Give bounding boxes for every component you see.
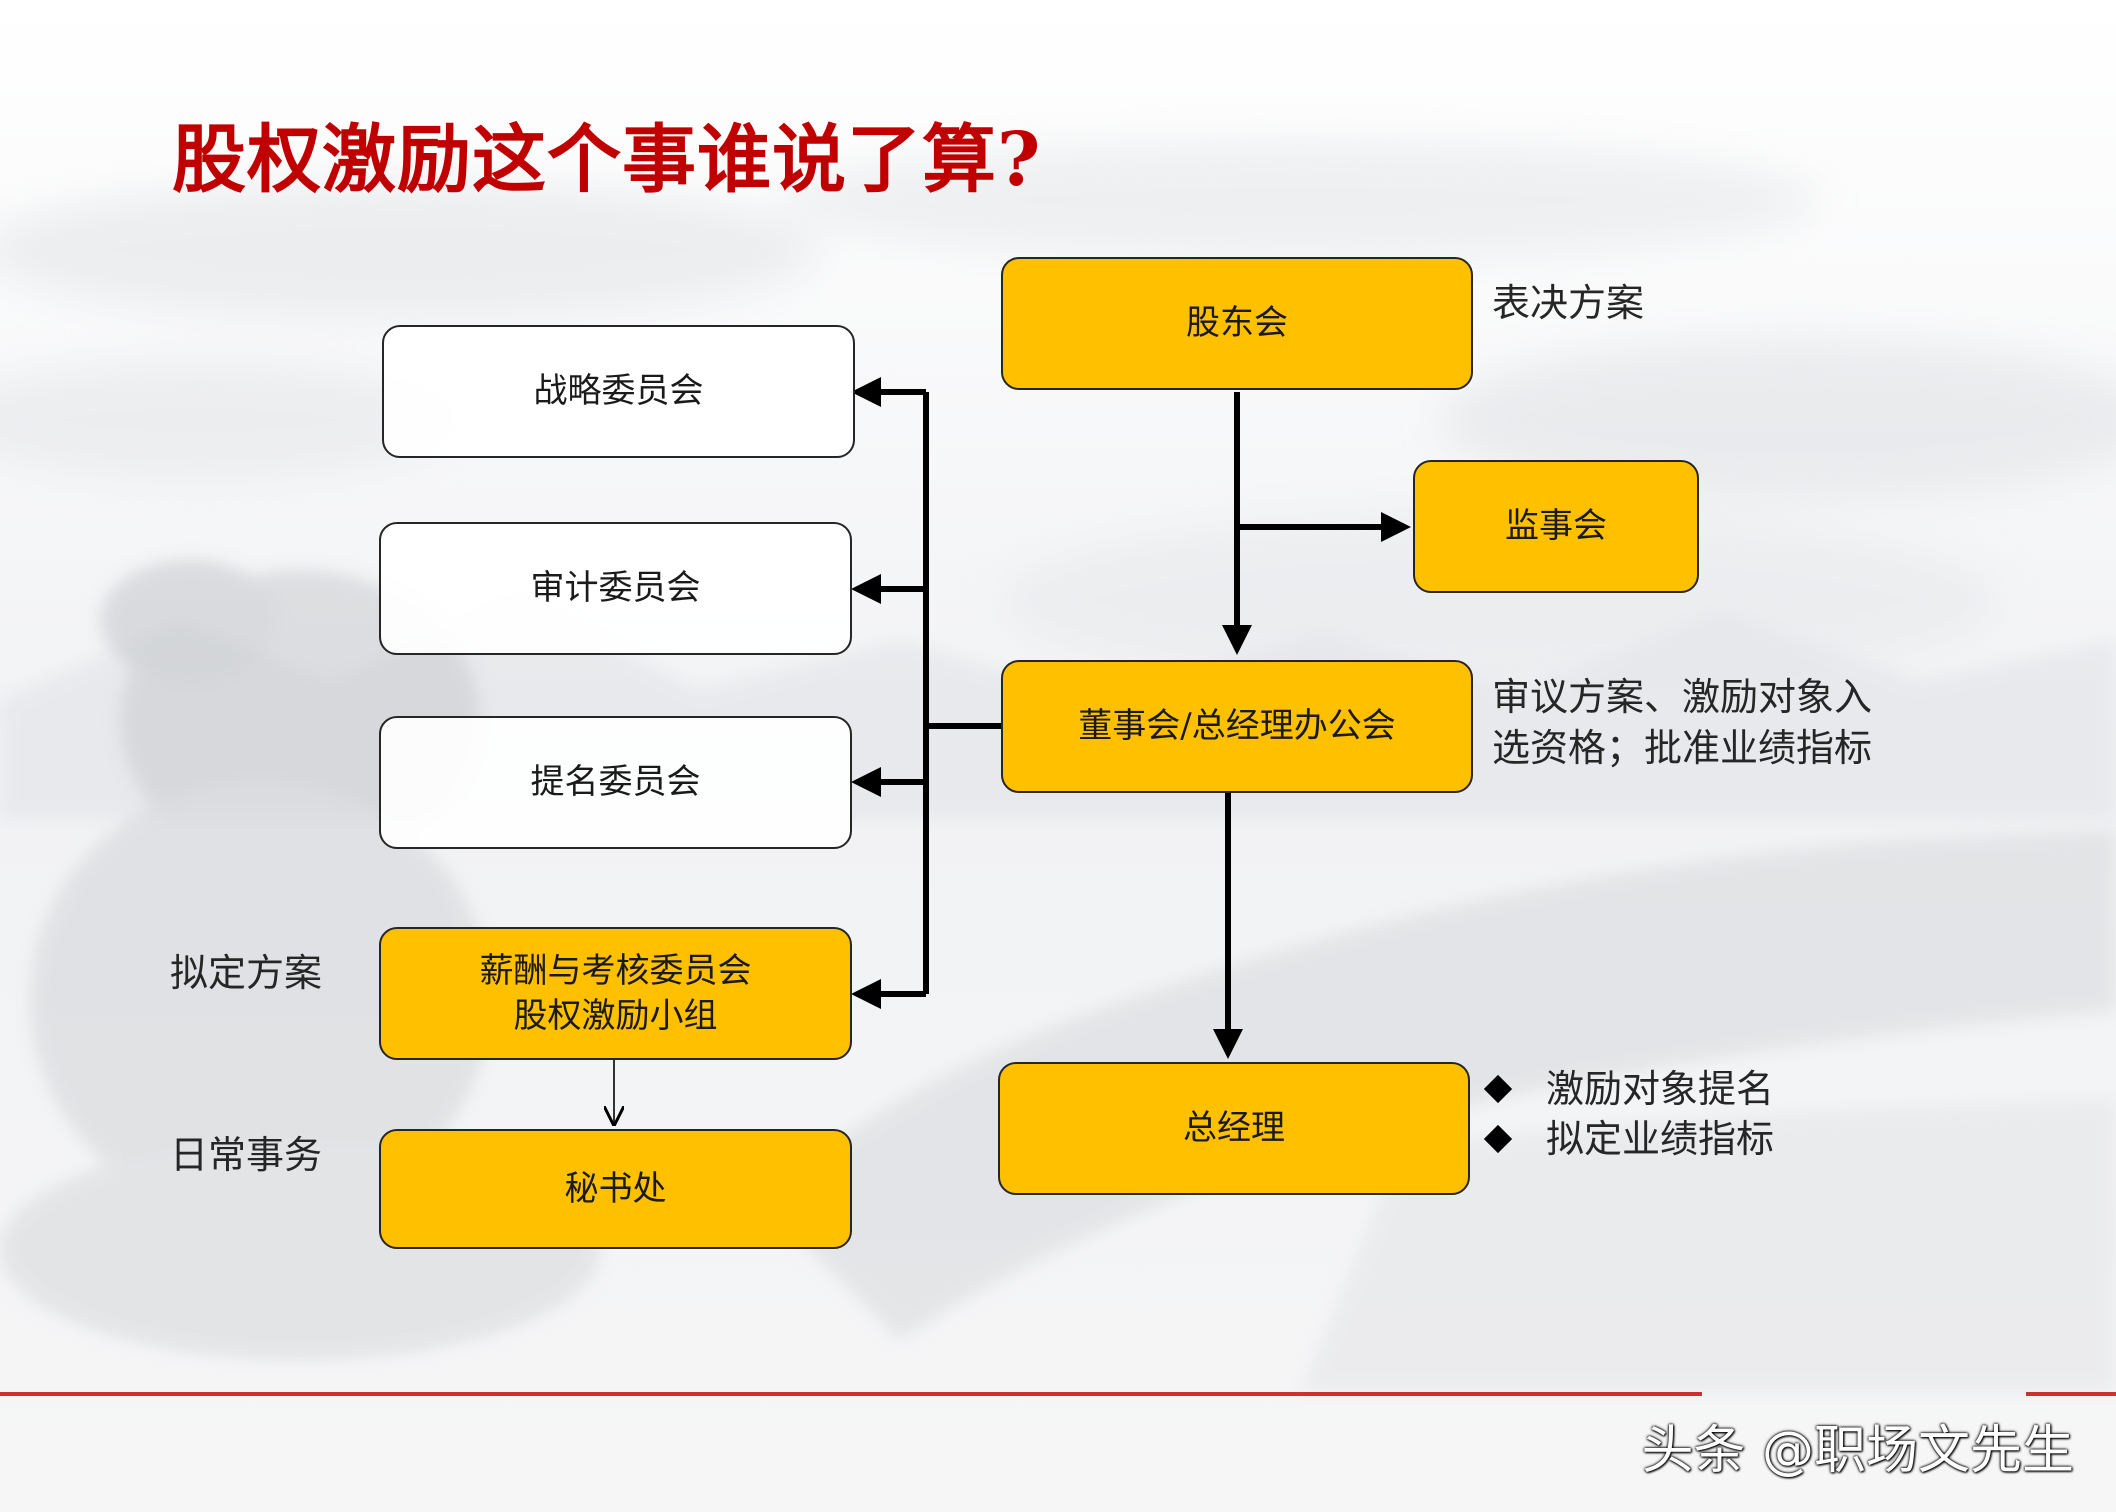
node-label: 董事会/总经理办公会	[1078, 706, 1396, 747]
gm-duty-text: 激励对象提名	[1546, 1067, 1775, 1111]
page-title: 股权激励这个事谁说了算?	[172, 117, 1042, 203]
node-nomination-committee: 提名委员会	[379, 716, 852, 849]
node-label: 秘书处	[564, 1168, 667, 1209]
diamond-bullet-icon	[1483, 1074, 1513, 1104]
note-shareholders: 表决方案	[1492, 281, 1645, 325]
gm-duties-list: 激励对象提名 拟定业绩指标	[1482, 1064, 1774, 1164]
gm-duty-text: 拟定业绩指标	[1546, 1117, 1775, 1161]
note-secretariat: 日常事务	[170, 1133, 323, 1177]
node-label-line2: 股权激励小组	[513, 995, 718, 1036]
diamond-bullet-icon	[1483, 1124, 1513, 1154]
node-board: 董事会/总经理办公会	[1001, 660, 1473, 793]
watermark: 头条 @职场文先生	[1641, 1421, 2074, 1481]
node-audit-committee: 审计委员会	[379, 522, 852, 655]
node-label: 总经理	[1183, 1108, 1285, 1149]
node-label: 审计委员会	[530, 568, 701, 609]
note-board-line1: 审议方案、激励对象入	[1492, 675, 1873, 719]
node-shareholders: 股东会	[1001, 257, 1473, 390]
gm-duty-item: 激励对象提名	[1482, 1064, 1774, 1114]
node-compensation-committee: 薪酬与考核委员会 股权激励小组	[379, 927, 852, 1060]
note-board: 审议方案、激励对象入 选资格；批准业绩指标	[1492, 672, 1872, 775]
node-label: 提名委员会	[530, 762, 701, 803]
note-board-line2: 选资格；批准业绩指标	[1492, 726, 1873, 771]
node-general-manager: 总经理	[998, 1062, 1470, 1195]
node-label: 股东会	[1186, 303, 1288, 344]
footer-accent-line-left	[0, 1392, 1702, 1396]
node-label: 战略委员会	[533, 371, 704, 412]
node-label: 监事会	[1505, 506, 1607, 547]
node-secretariat: 秘书处	[379, 1129, 852, 1249]
footer-accent-line-right	[2026, 1392, 2116, 1396]
node-supervisors: 监事会	[1413, 460, 1699, 593]
gm-duty-item: 拟定业绩指标	[1482, 1114, 1774, 1164]
node-label-line1: 薪酬与考核委员会	[479, 951, 752, 992]
node-strategy-committee: 战略委员会	[382, 325, 855, 458]
note-compensation: 拟定方案	[170, 951, 323, 995]
